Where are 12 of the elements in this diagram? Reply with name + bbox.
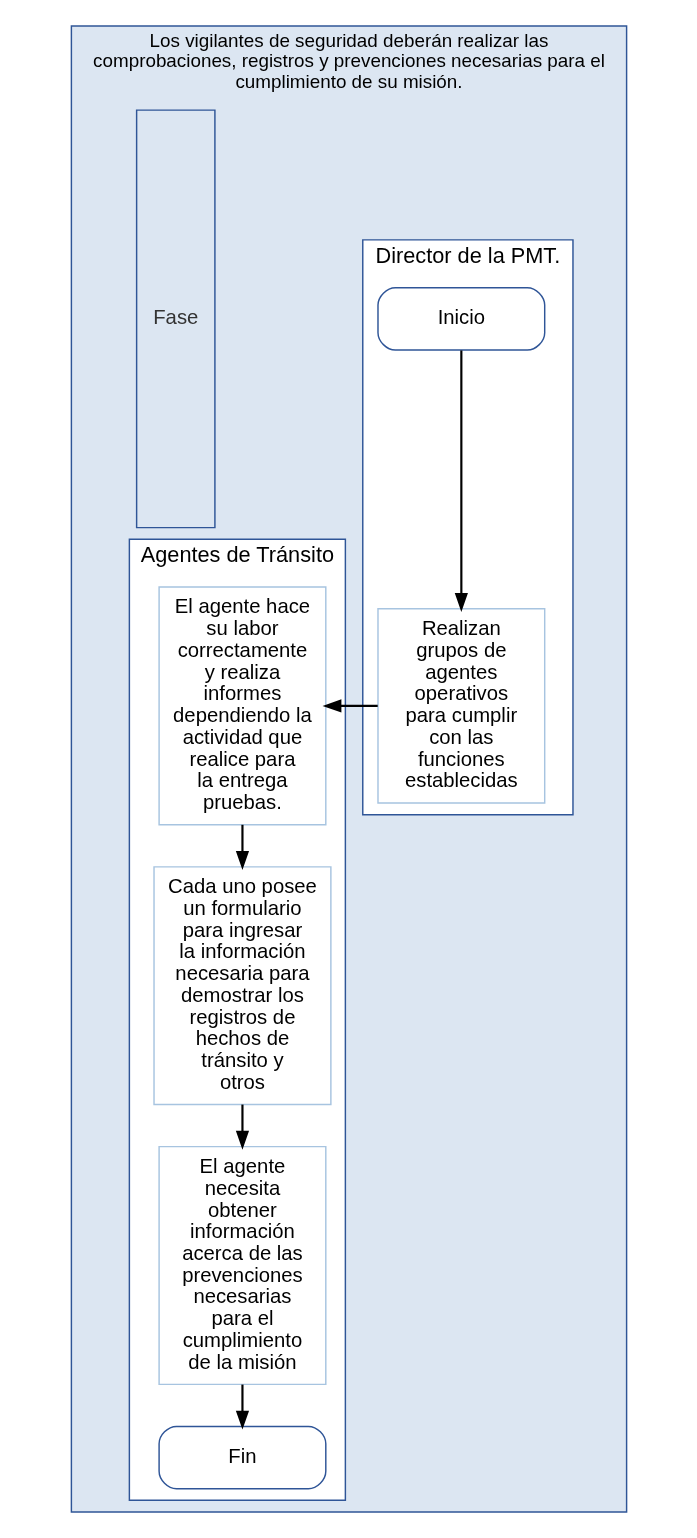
arrow (322, 699, 378, 713)
node-box: El agente hace su labor correctamente y realiza informes dependiendo la actividad que realice para la entrega pruebas. (157, 586, 327, 826)
node-box: Realizan grupos de agentes operativos para cumplir con las funciones establecidas (376, 608, 545, 804)
arrow (235, 1104, 249, 1150)
node-box: Inicio (376, 287, 545, 351)
node-box: Cada uno posee un formulario para ingresar la información necesaria para demostrar los registros de hechos de tránsito y otros (152, 866, 332, 1106)
node-box: Fin (157, 1425, 327, 1490)
arrow (454, 350, 468, 612)
arrow (235, 824, 249, 870)
node-box: El agente necesita obtener información acerca de las prevenciones necesarias para el cumplimiento de la misión (157, 1145, 327, 1386)
arrow (235, 1384, 249, 1430)
node-box: Fase (135, 109, 216, 529)
